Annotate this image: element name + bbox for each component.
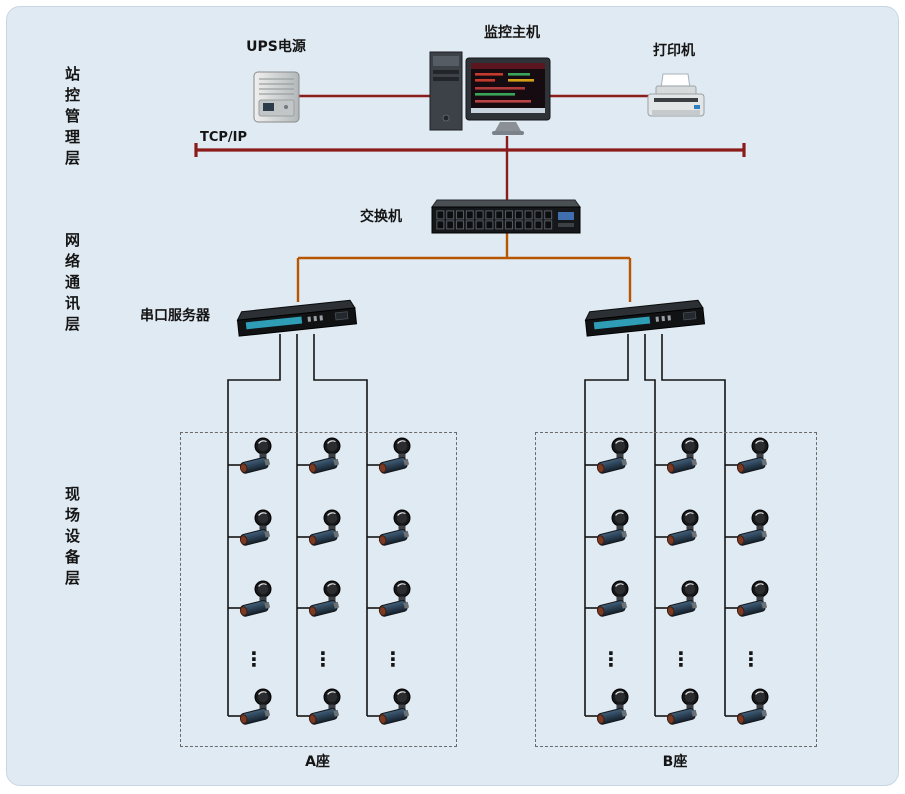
device-wires [227, 334, 726, 716]
ellipsis-more-meters: ⋮ [313, 647, 333, 671]
backbone-wires [194, 94, 746, 202]
host-computer-icon [429, 51, 551, 135]
printer-label: 打印机 [653, 43, 695, 59]
layer-label-field-device: 现场设备层 [63, 486, 81, 591]
zone-b-label: B座 [662, 754, 688, 770]
zone-b-boundary [535, 432, 817, 747]
switch-label: 交换机 [360, 209, 402, 225]
layer-label-station-control: 站控管理层 [63, 66, 81, 171]
zone-a-boundary [180, 432, 457, 747]
switch-icon [431, 199, 581, 234]
host-label: 监控主机 [484, 25, 540, 41]
serial-server-icon [236, 299, 358, 337]
ups-icon [253, 71, 300, 123]
printer-icon [647, 73, 705, 117]
serial-server-label: 串口服务器 [140, 308, 210, 324]
zone-a-label: A座 [305, 754, 330, 770]
ellipsis-more-meters: ⋮ [244, 647, 264, 671]
tcpip-label: TCP/IP [200, 130, 248, 145]
layer-label-network-comm: 网络通讯层 [63, 232, 81, 337]
ellipsis-more-meters: ⋮ [741, 647, 761, 671]
serial-server-icon [584, 299, 706, 337]
ellipsis-more-meters: ⋮ [383, 647, 403, 671]
switch-wires [296, 233, 632, 302]
diagram-background-panel [6, 6, 899, 786]
ellipsis-more-meters: ⋮ [601, 647, 621, 671]
ellipsis-more-meters: ⋮ [671, 647, 691, 671]
ups-label: UPS电源 [246, 39, 306, 55]
